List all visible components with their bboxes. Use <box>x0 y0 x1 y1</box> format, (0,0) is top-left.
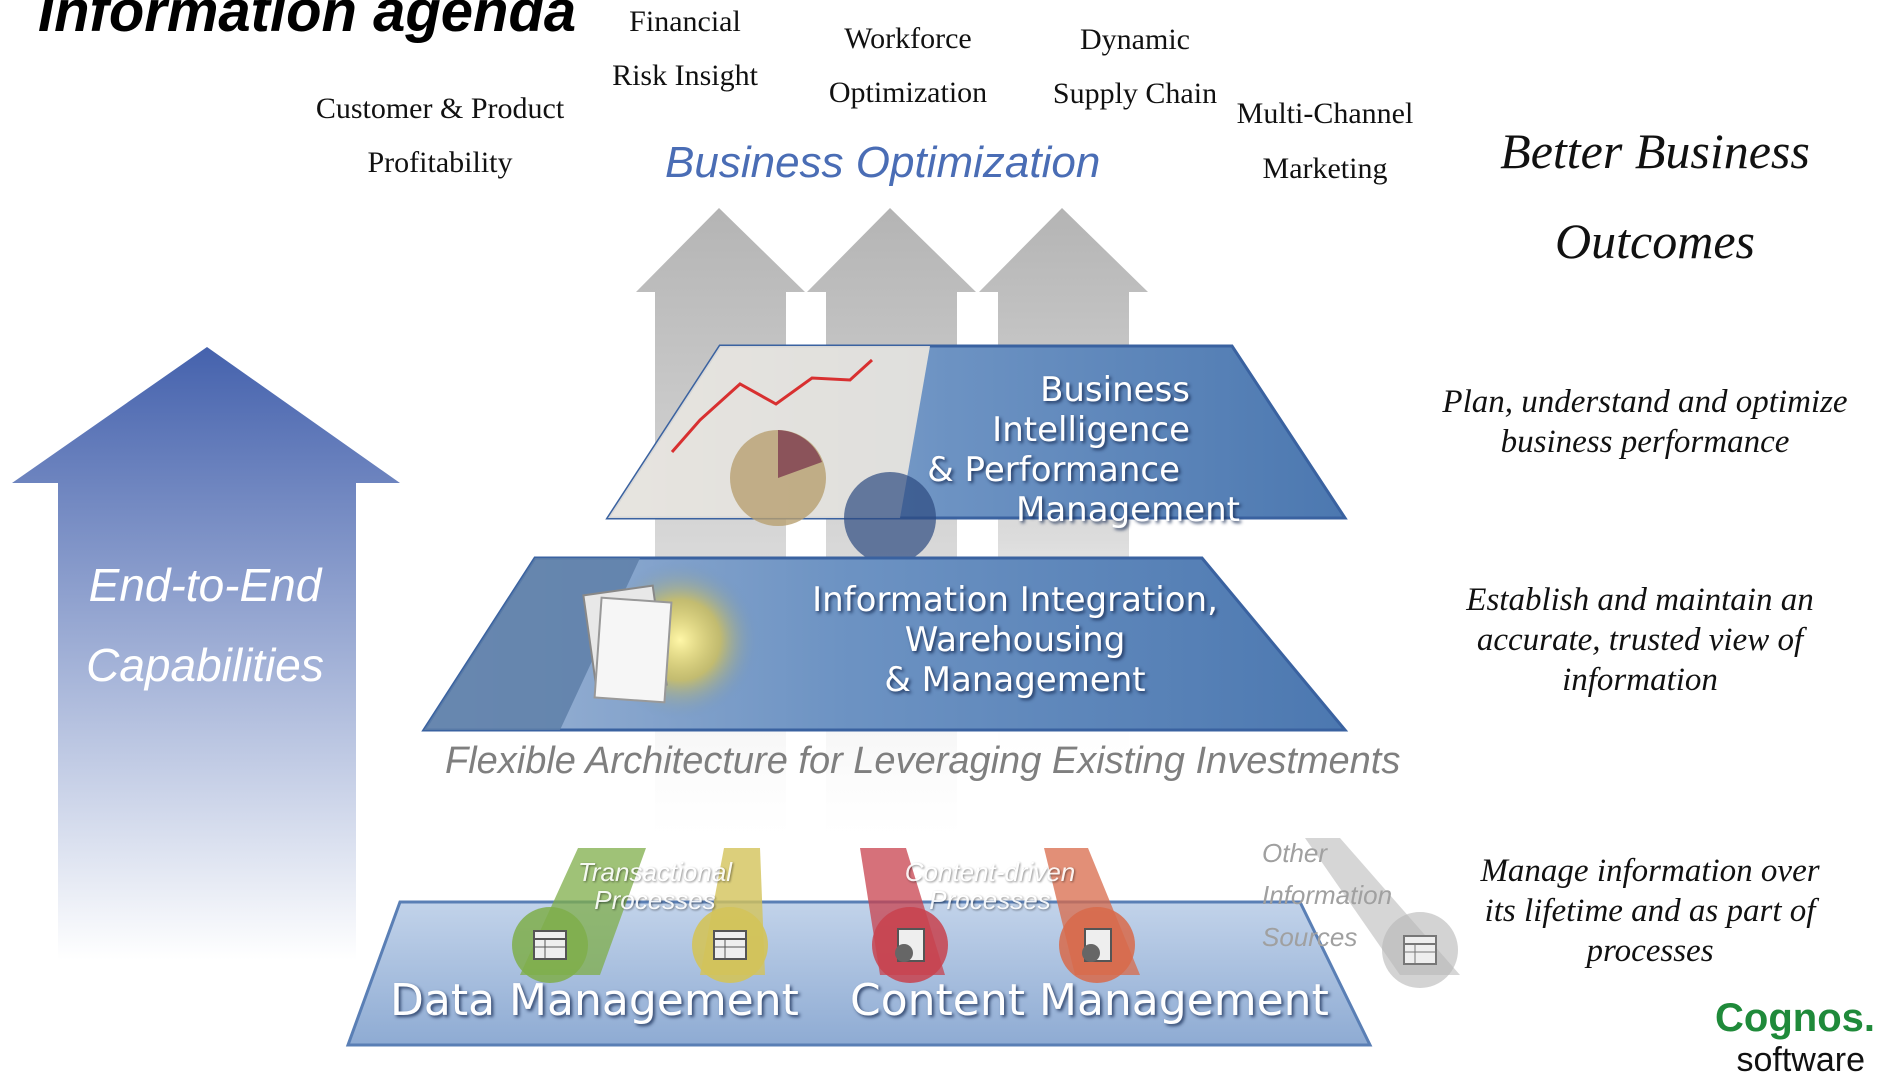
data-management-label: Data Management <box>390 975 799 1026</box>
document-database-icon <box>895 928 925 962</box>
outcomes-line: Outcomes <box>1555 213 1755 269</box>
logo-line: Cognos. <box>1715 996 1875 1040</box>
area-line: Multi-Channel <box>1236 97 1414 130</box>
cat-line: Content-driven <box>904 857 1076 887</box>
desc-line: accurate, trusted view of <box>1476 622 1804 658</box>
slide-title: Information agenda <box>38 0 577 44</box>
business-area-supply-chain: Dynamic Supply Chain <box>1040 13 1230 121</box>
desc-line: Plan, understand and optimize <box>1442 384 1848 420</box>
other-line: Other <box>1262 838 1328 868</box>
business-area-multichannel: Multi-Channel Marketing <box>1220 86 1430 196</box>
transactional-processes-label: Transactional Processes <box>555 858 755 914</box>
business-optimization-label: Business Optimization <box>665 138 1101 187</box>
area-line: Risk Insight <box>612 59 758 92</box>
database-icon <box>713 930 747 960</box>
area-line: Dynamic <box>1080 23 1190 56</box>
base-description: Manage information over its lifetime and… <box>1430 851 1870 971</box>
content-driven-processes-label: Content-driven Processes <box>890 858 1090 914</box>
desc-line: its lifetime and as part of <box>1484 893 1816 929</box>
cognos-logo: Cognos. software <box>1715 996 1875 1080</box>
content-management-label: Content Management <box>850 975 1329 1026</box>
bi-layer-label: Business Intelligence & Performance Mana… <box>840 370 1240 530</box>
layer-line: Information Integration, <box>812 580 1218 620</box>
area-line: Financial <box>629 5 741 38</box>
integration-layer-label: Information Integration, Warehousing & M… <box>800 580 1230 700</box>
better-business-outcomes: Better Business Outcomes <box>1470 106 1840 286</box>
area-line: Profitability <box>367 146 513 179</box>
business-area-financial-risk: Financial Risk Insight <box>595 0 775 103</box>
business-area-customer-product: Customer & Product Profitability <box>300 82 580 190</box>
integration-description: Establish and maintain an accurate, trus… <box>1420 580 1860 700</box>
area-line: Optimization <box>828 76 988 109</box>
area-line: Workforce <box>844 22 972 55</box>
desc-line: processes <box>1586 933 1714 969</box>
layer-line: Warehousing <box>904 620 1126 660</box>
business-area-workforce: Workforce Optimization <box>818 12 998 120</box>
area-line: Customer & Product <box>315 92 565 125</box>
outcomes-line: Better Business <box>1500 123 1810 179</box>
cat-line: Processes <box>929 885 1051 915</box>
e2e-line: End-to-End <box>88 559 322 611</box>
end-to-end-arrow <box>12 347 400 960</box>
desc-line: Establish and maintain an <box>1466 582 1814 618</box>
end-to-end-capabilities-label: End-to-End Capabilities <box>60 545 350 705</box>
document-database-icon <box>1082 928 1112 962</box>
layer-line: Management <box>1016 490 1240 530</box>
layer-line: Business Intelligence <box>992 370 1190 450</box>
database-icon <box>533 930 567 960</box>
bi-description: Plan, understand and optimize business p… <box>1410 382 1880 462</box>
logo-line: software <box>1736 1041 1866 1079</box>
other-line: Sources <box>1262 922 1358 952</box>
cat-line: Processes <box>594 885 716 915</box>
other-line: Information <box>1262 880 1393 910</box>
e2e-line: Capabilities <box>86 639 324 691</box>
desc-line: information <box>1562 662 1718 698</box>
area-line: Marketing <box>1262 152 1388 185</box>
area-line: Supply Chain <box>1052 77 1218 110</box>
layer-line: & Management <box>884 660 1146 700</box>
flexible-architecture-label: Flexible Architecture for Leveraging Exi… <box>445 740 1401 782</box>
cat-line: Transactional <box>577 857 733 887</box>
other-information-sources-label: Other Information Sources <box>1262 832 1392 958</box>
desc-line: business performance <box>1500 424 1790 460</box>
database-icon <box>1403 935 1437 965</box>
layer-line: & Performance <box>927 450 1180 490</box>
desc-line: Manage information over <box>1480 853 1820 889</box>
